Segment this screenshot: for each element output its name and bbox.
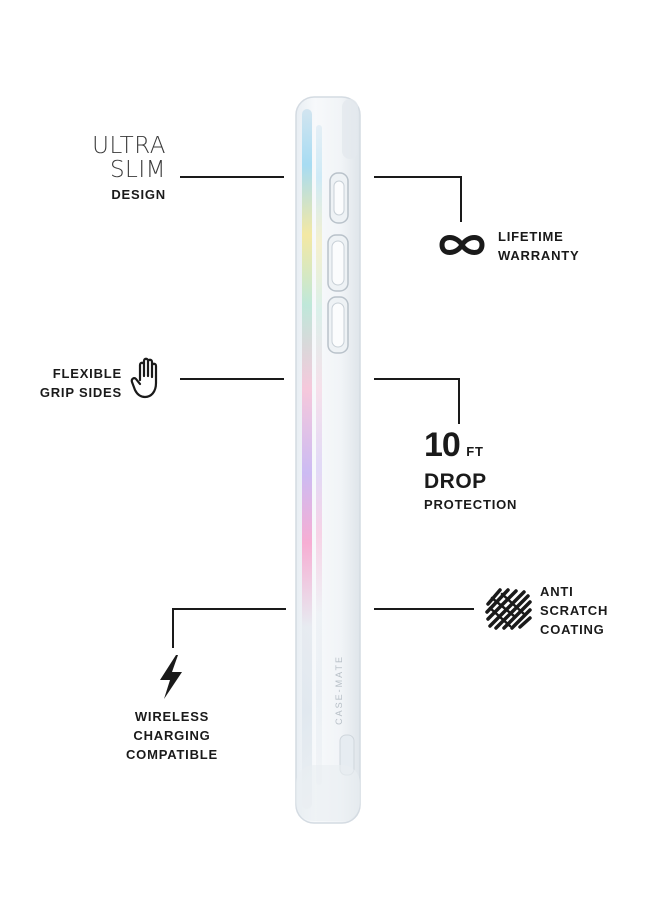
coating-text: COATING bbox=[540, 622, 605, 637]
grip-sides-text: GRIP SIDES bbox=[39, 385, 122, 400]
drop-text: DROP bbox=[424, 470, 487, 493]
feature-drop-protection: 10 FT DROP PROTECTION bbox=[424, 428, 517, 514]
scribble-icon bbox=[484, 586, 534, 632]
lifetime-text: LIFETIME bbox=[498, 229, 564, 244]
connector-drop-protection-h bbox=[374, 378, 460, 380]
wireless-text: WIRELESS bbox=[134, 709, 210, 724]
warranty-text: WARRANTY bbox=[498, 248, 580, 263]
flexible-text: FLEXIBLE bbox=[52, 366, 122, 381]
connector-anti-scratch bbox=[374, 608, 474, 610]
connector-ultra-slim bbox=[180, 176, 284, 178]
hand-icon bbox=[130, 356, 166, 400]
lightning-bolt-icon bbox=[156, 654, 186, 700]
anti-text: ANTI bbox=[540, 584, 574, 599]
charging-text: CHARGING bbox=[133, 728, 211, 743]
connector-drop-protection-v bbox=[458, 378, 460, 424]
protection-text: PROTECTION bbox=[424, 497, 518, 512]
compatible-text: COMPATIBLE bbox=[125, 747, 218, 762]
feature-anti-scratch: ANTI SCRATCH COATING bbox=[540, 582, 608, 639]
slim-text: SLIM bbox=[109, 157, 166, 183]
feature-wireless-charging: WIRELESS CHARGING COMPATIBLE bbox=[110, 707, 234, 764]
feature-lifetime-warranty: LIFETIME WARRANTY bbox=[498, 227, 580, 265]
connector-wireless-charging-v bbox=[172, 608, 174, 648]
connector-flexible-grip bbox=[180, 378, 284, 380]
phone-case-side-view: CASE-MATE bbox=[290, 95, 368, 825]
scratch-text: SCRATCH bbox=[540, 603, 609, 618]
connector-lifetime-warranty-v bbox=[460, 176, 462, 222]
brand-watermark: CASE-MATE bbox=[334, 655, 344, 725]
feature-flexible-grip: FLEXIBLE GRIP SIDES bbox=[20, 364, 122, 402]
design-text: DESIGN bbox=[111, 187, 166, 202]
connector-wireless-charging-h bbox=[172, 608, 286, 610]
feature-ultra-slim: ULTRA SLIM DESIGN bbox=[60, 134, 166, 204]
infinity-icon bbox=[436, 232, 488, 258]
connector-lifetime-warranty-h bbox=[374, 176, 462, 178]
drop-height: 10 FT bbox=[424, 428, 517, 469]
drop-unit: FT bbox=[466, 444, 484, 459]
ultra-text: ULTRA bbox=[92, 133, 166, 159]
drop-number: 10 bbox=[424, 426, 461, 464]
